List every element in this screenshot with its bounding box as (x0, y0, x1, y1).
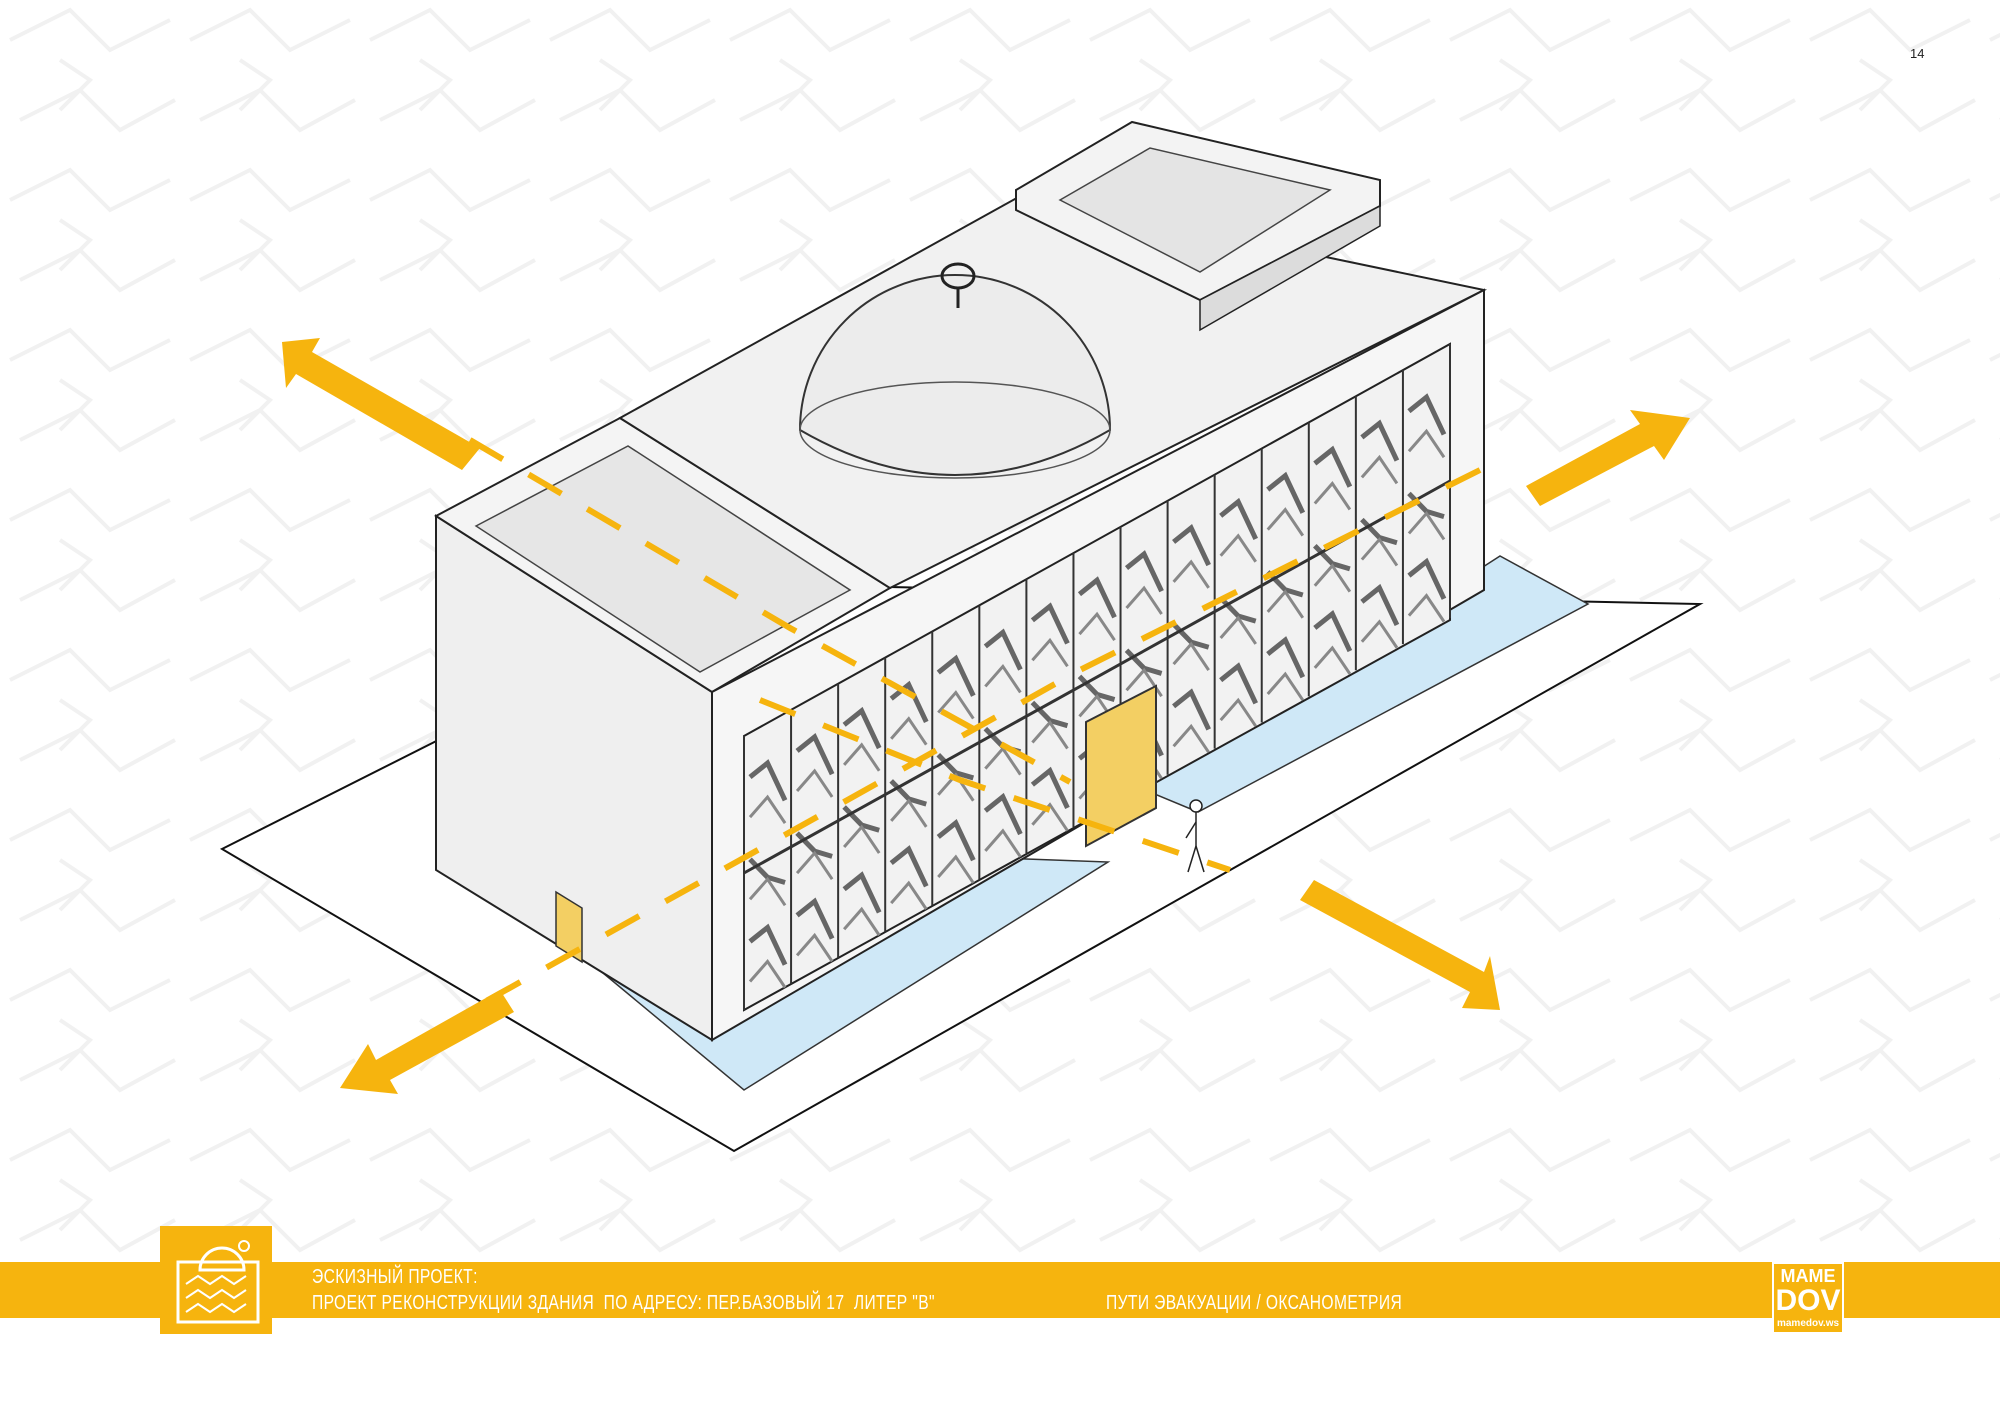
evacuation-arrow-icon (340, 990, 514, 1094)
brand-url: mamedov.ws (1776, 1318, 1840, 1329)
dome-rim (799, 381, 1111, 479)
entrance-door (1085, 684, 1157, 848)
brand-line1: MAME (1780, 1266, 1836, 1286)
left-tower-opening (474, 445, 852, 673)
evacuation-routes (468, 437, 1482, 1013)
evacuation-arrow-icon (282, 338, 480, 470)
lattice-pattern (743, 344, 1451, 1010)
dome (798, 274, 1112, 476)
brand-line2: DOV (1775, 1284, 1841, 1317)
footer-line1: ЭСКИЗНЫЙ ПРОЕКТ: (312, 1266, 478, 1288)
right-tower-opening (1058, 147, 1332, 273)
sheet-title: ПУТИ ЭВАКУАЦИИ / ОКСАНОМЕТРИЯ (1106, 1292, 1403, 1314)
evacuation-arrow-icon (1300, 880, 1500, 1010)
brand-logo: MAME DOV mamedov.ws (1772, 1262, 1844, 1334)
evacuation-arrow-icon (1526, 410, 1690, 506)
project-logo-icon (160, 1226, 272, 1334)
side-door (555, 890, 583, 964)
footer-line2: ПРОЕКТ РЕКОНСТРУКЦИИ ЗДАНИЯ ПО АДРЕСУ: П… (312, 1292, 935, 1314)
footer-band (0, 1262, 2000, 1318)
page-number: 14 (1910, 46, 1925, 61)
person-figure-icon (1185, 799, 1205, 873)
